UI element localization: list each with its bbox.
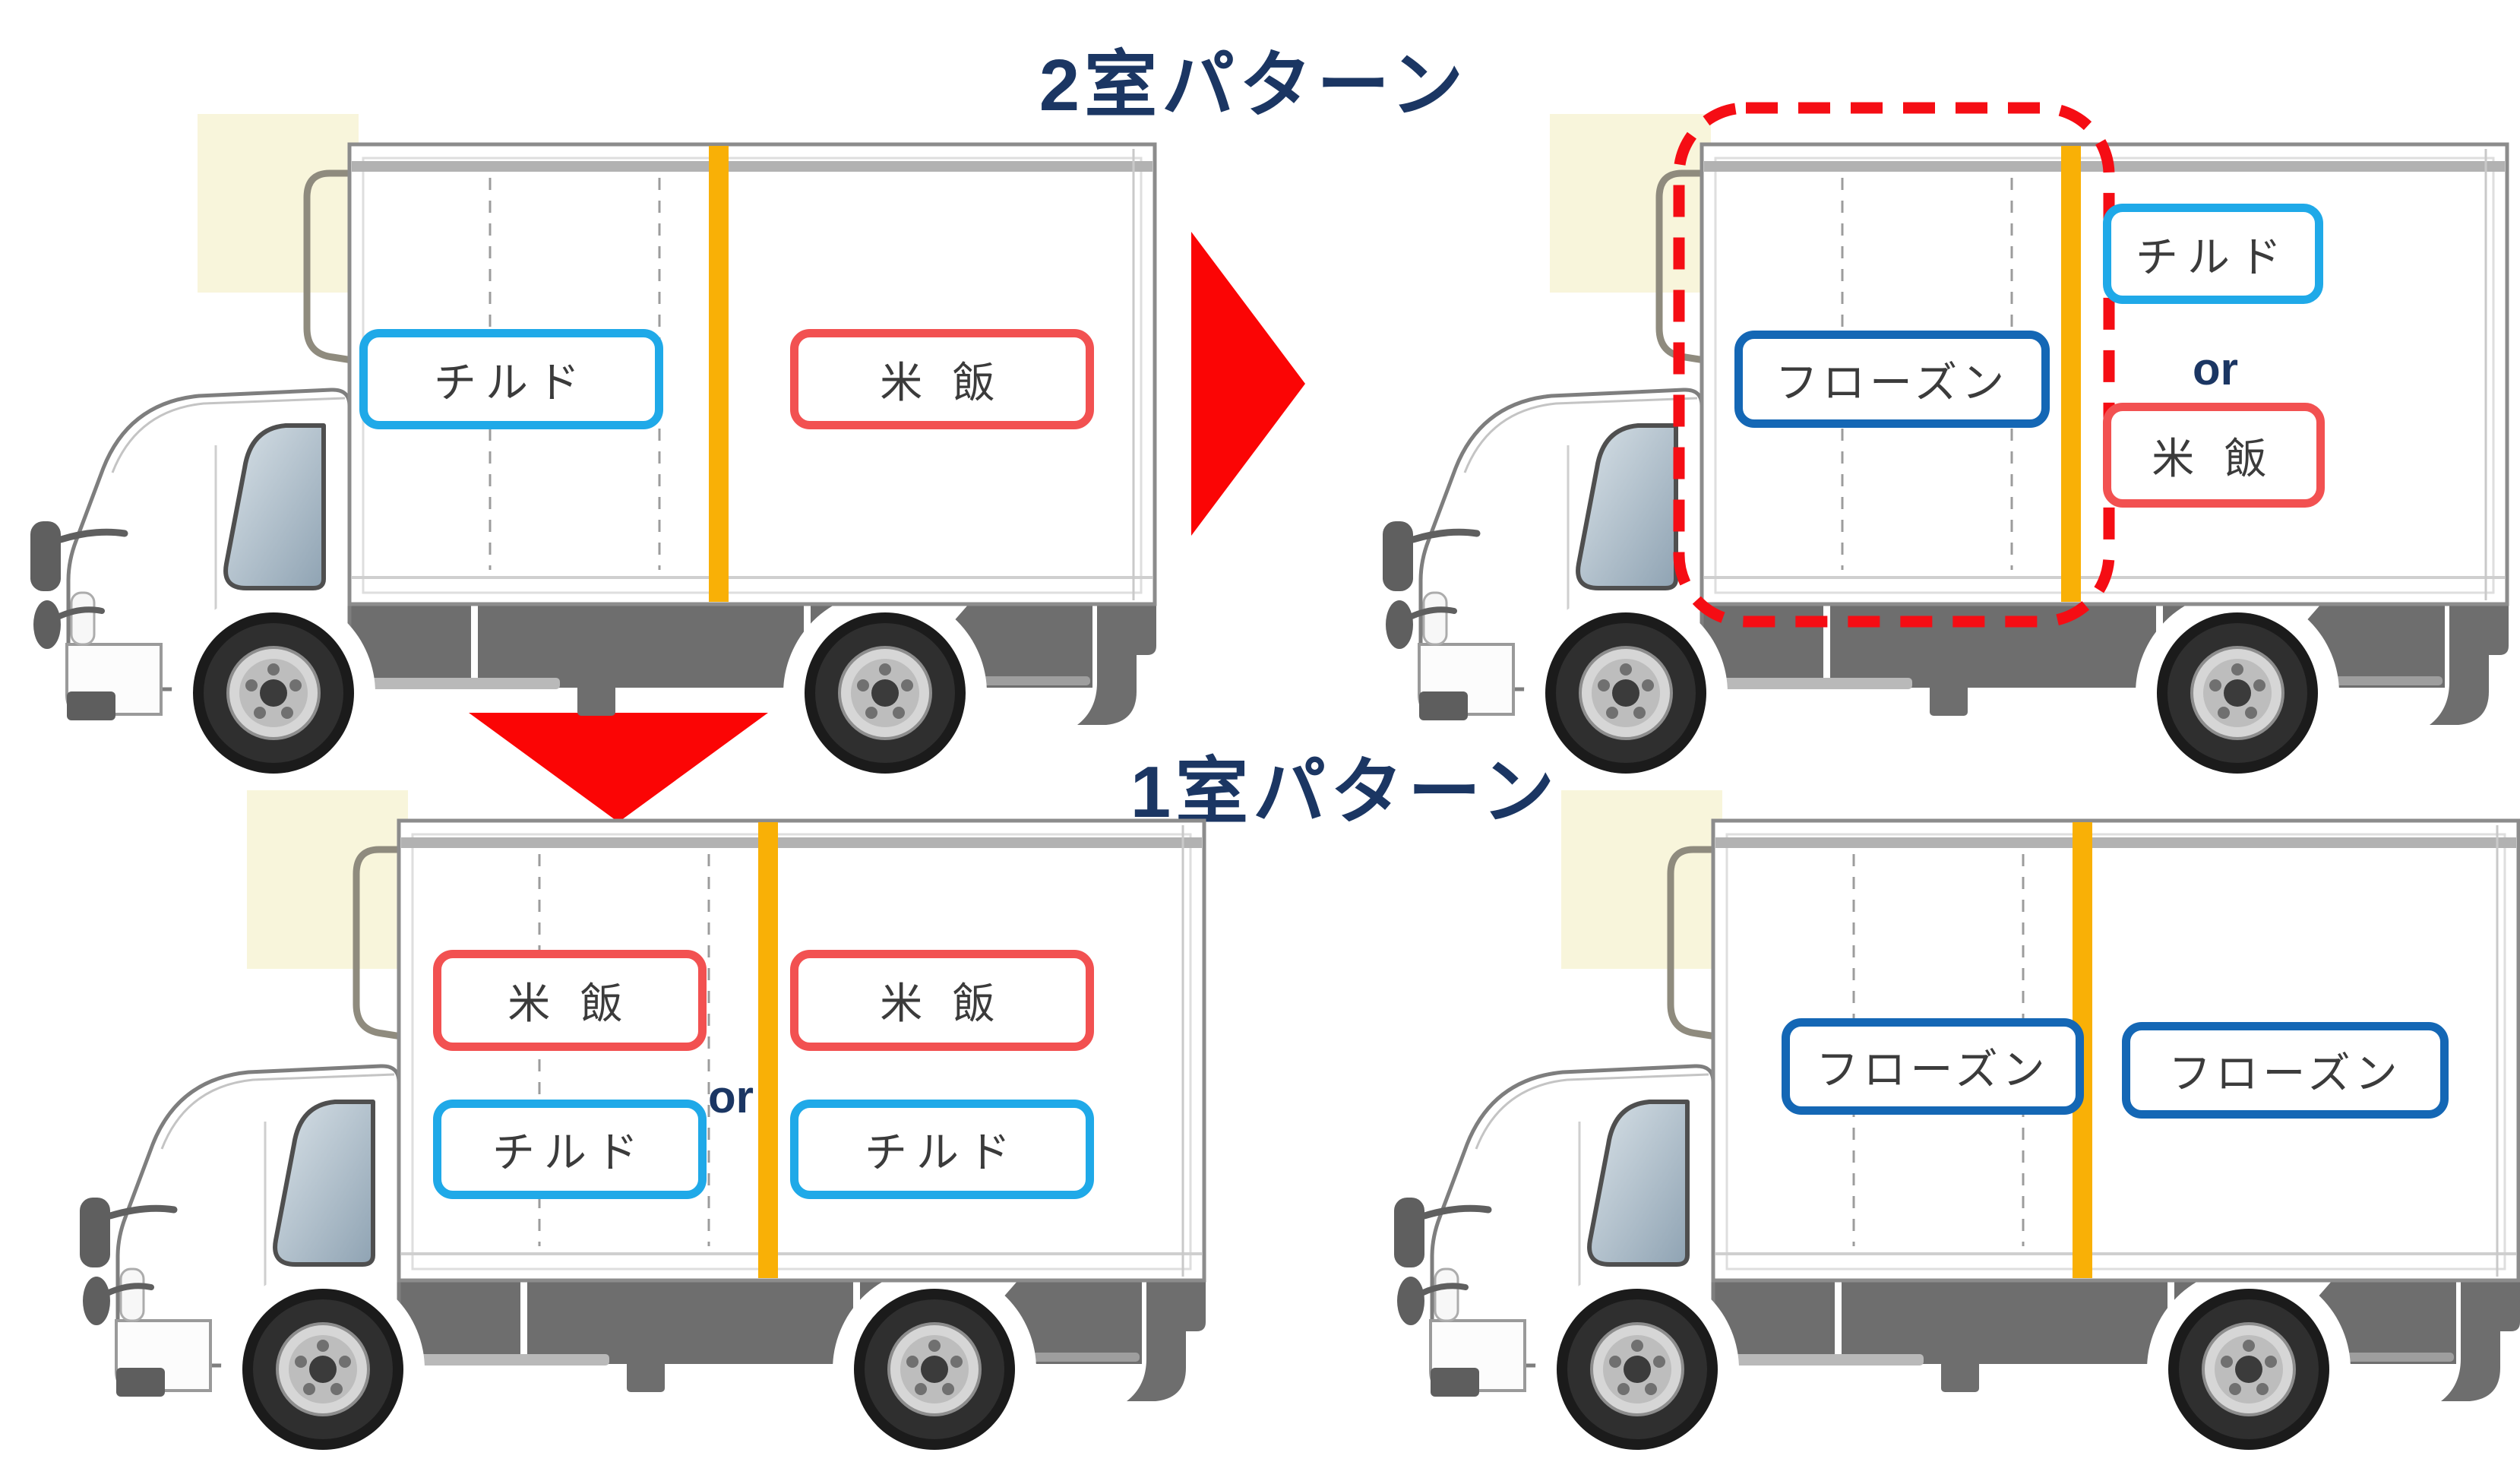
truck-top-left: チルド 米 飯: [23, 114, 1162, 775]
truck-illustration: [23, 114, 1162, 775]
compartment-label-chilled: チルド: [790, 1100, 1094, 1199]
compartment-label-rice: 米 飯: [790, 329, 1094, 429]
compartment-label-frozen: フローズン: [1782, 1018, 2084, 1115]
compartment-label-rice: 米 飯: [433, 950, 707, 1051]
truck-illustration: [1386, 790, 2520, 1451]
arrow-down-icon: [469, 713, 768, 822]
two-room-highlight-frame: [1673, 102, 2115, 628]
compartment-label-rice: 米 飯: [790, 950, 1094, 1051]
compartment-label-rice: 米 飯: [2103, 403, 2325, 508]
truck-bottom-left: 米 飯 米 飯 or チルド チルド: [72, 790, 1212, 1451]
truck-bottom-right: フローズン フローズン: [1386, 790, 2520, 1451]
compartment-label-chilled: チルド: [433, 1100, 707, 1199]
arrow-right-icon: [1191, 232, 1305, 536]
or-label: or: [2193, 343, 2238, 394]
compartment-label-frozen: フローズン: [1734, 331, 2050, 428]
compartment-label-chilled: チルド: [2103, 204, 2323, 304]
compartment-label-chilled: チルド: [359, 329, 663, 429]
or-label: or: [708, 1071, 754, 1122]
truck-top-right: フローズン チルド or 米 飯: [1375, 102, 2515, 775]
title-two-room-pattern: 2室パターン: [1039, 44, 1469, 126]
compartment-label-frozen: フローズン: [2122, 1022, 2449, 1119]
